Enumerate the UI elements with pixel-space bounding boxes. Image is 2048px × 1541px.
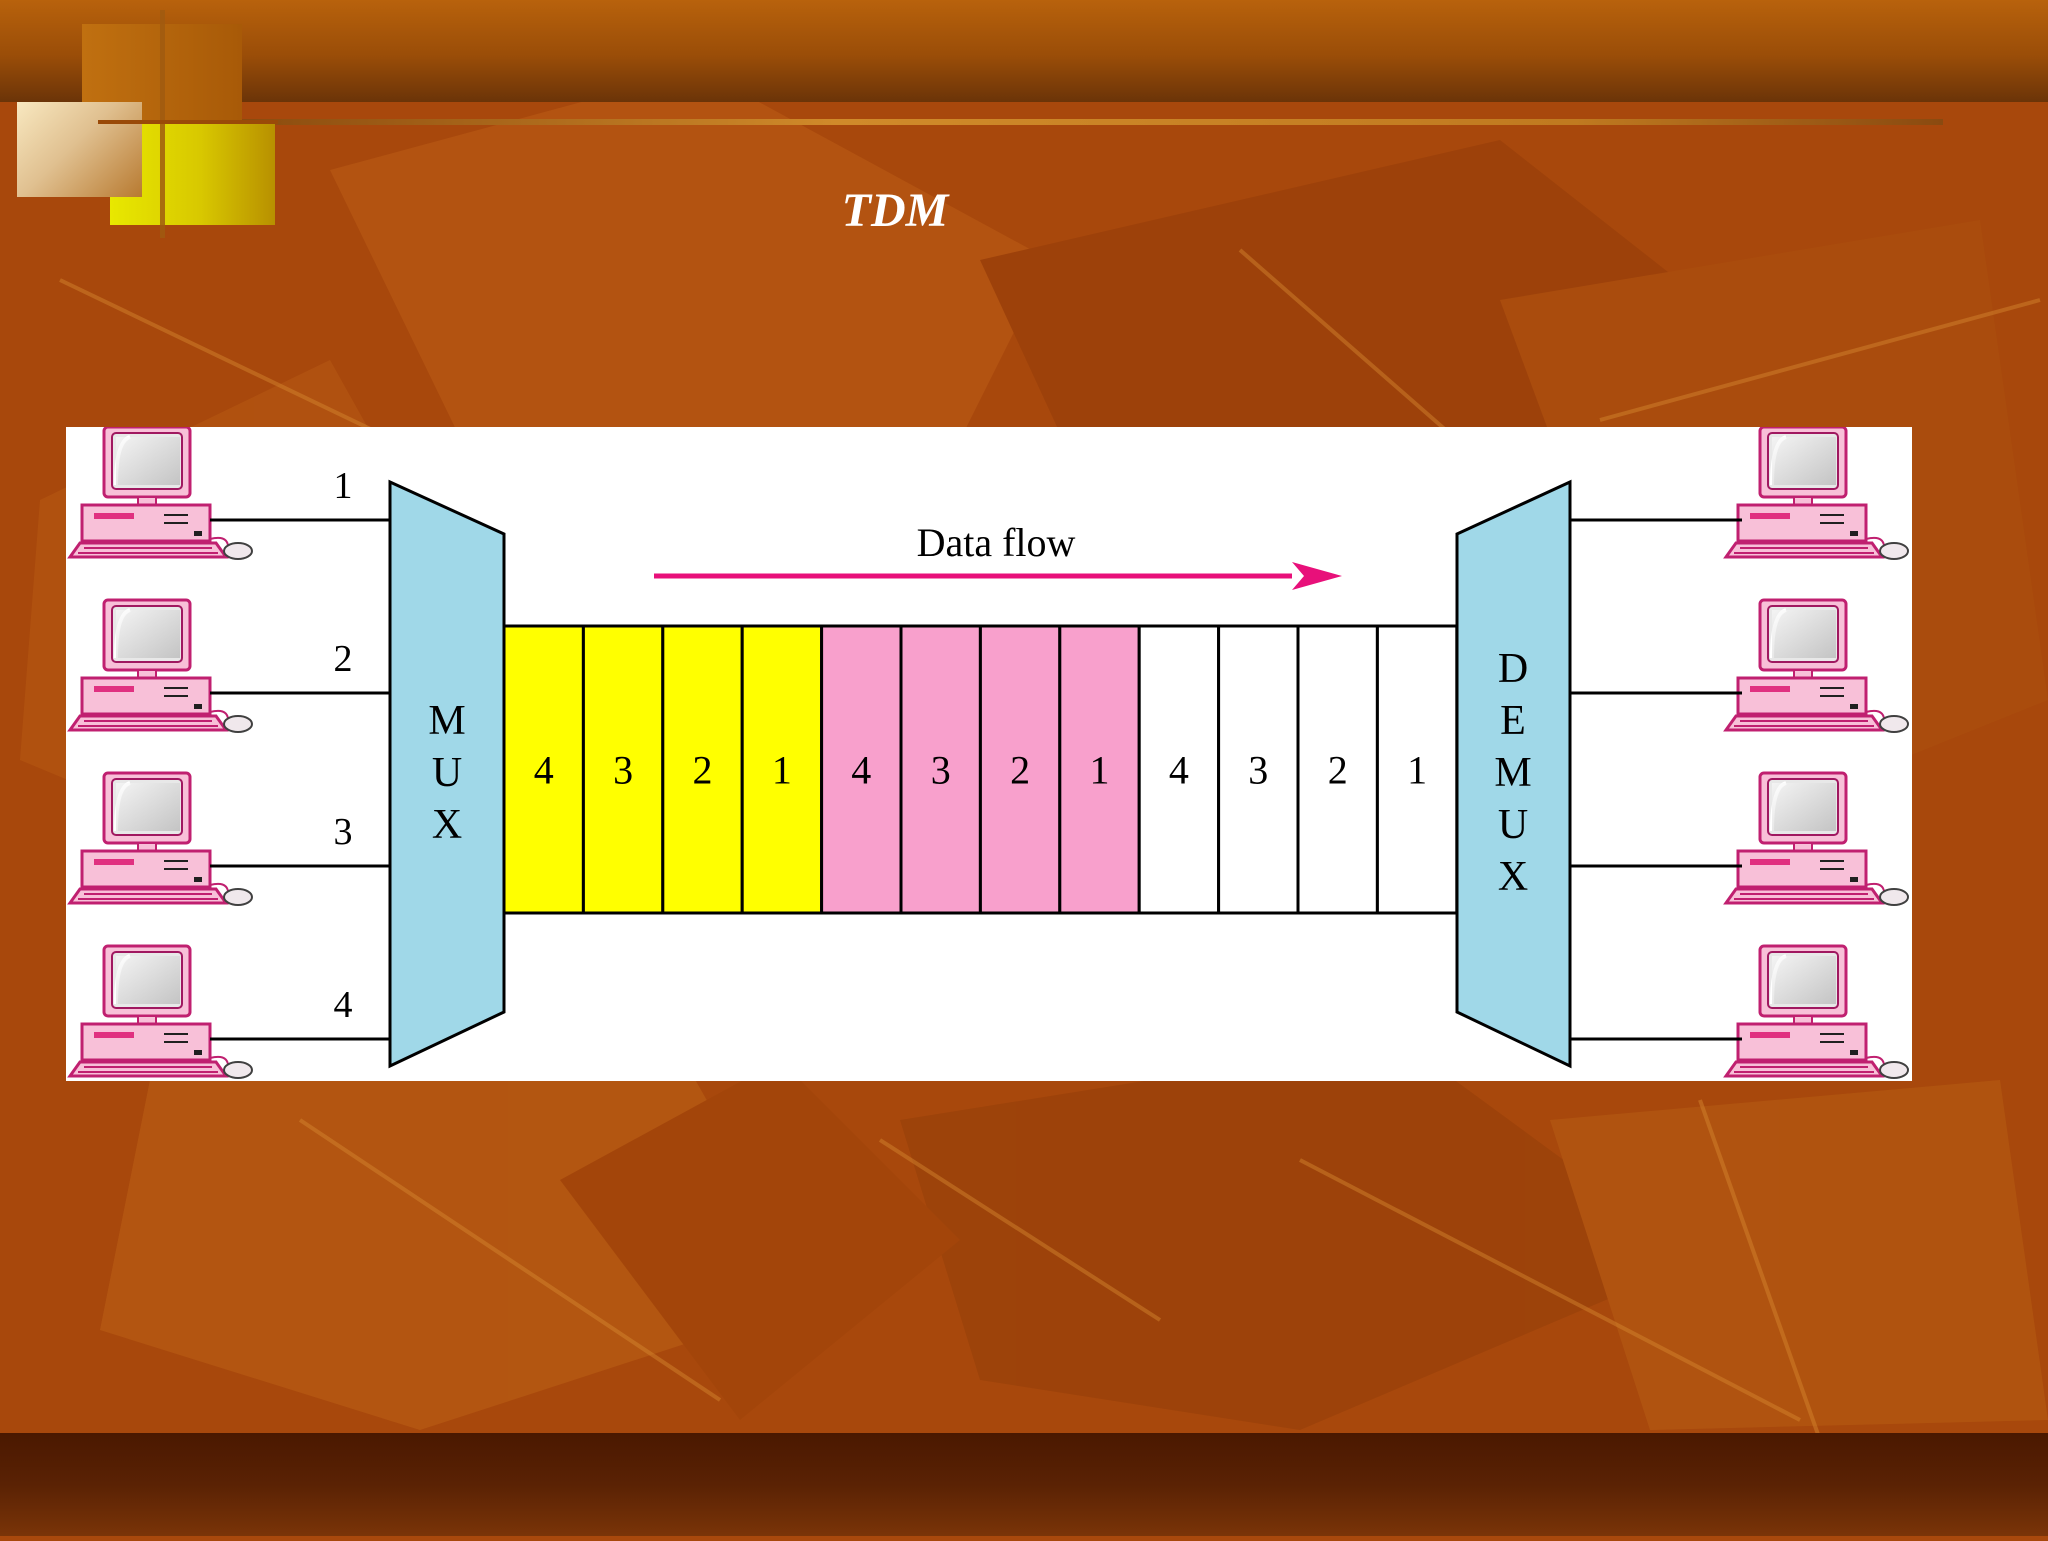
frame-1-slot-1 <box>740 624 824 915</box>
frame-1-slot-3 <box>581 624 665 915</box>
frame-3-slot-1 <box>1375 624 1459 915</box>
slot-label: 3 <box>1248 748 1268 793</box>
data-flow-label: Data flow <box>917 520 1076 565</box>
frame-slots: 4 3 2 1 4 3 2 1 4 3 2 1 <box>502 624 1459 915</box>
frame-3-slot-3 <box>1217 624 1300 915</box>
tdm-diagram: 1 2 3 4 M U X D E M U X 4 3 2 1 4 3 2 1 4 3 2 1 Dat… <box>66 427 1912 1081</box>
slot-label: 2 <box>1010 748 1030 793</box>
demux-letter-3: M <box>1494 750 1531 796</box>
slot-label: 3 <box>613 748 633 793</box>
demux-letter-5: X <box>1498 854 1528 900</box>
frame-2-slot-2 <box>978 624 1062 915</box>
mux-letter-3: X <box>432 802 462 848</box>
slot-label: 4 <box>1169 748 1189 793</box>
slot-label: 4 <box>534 748 554 793</box>
frame-3-slot-2 <box>1296 624 1379 915</box>
slot-label: 4 <box>851 748 871 793</box>
line-label-4: 4 <box>334 984 353 1026</box>
demux-letter-2: E <box>1500 698 1526 744</box>
slot-label: 2 <box>693 748 713 793</box>
top-band <box>0 0 2048 102</box>
title-rule <box>98 119 1943 125</box>
decor-horizontal-line <box>98 120 278 124</box>
slot-label: 1 <box>772 748 792 793</box>
decor-vertical-line <box>160 10 165 238</box>
data-flow-arrowhead <box>1292 562 1342 590</box>
mux-letter-2: U <box>432 750 462 796</box>
slot-label: 2 <box>1328 748 1348 793</box>
mux-letter-1: M <box>428 698 465 744</box>
frame-2-slot-3 <box>899 624 982 915</box>
slot-label: 1 <box>1407 748 1427 793</box>
frame-3-slot-4 <box>1137 624 1221 915</box>
mux-block <box>388 479 506 1069</box>
line-label-3: 3 <box>334 811 353 853</box>
slot-label: 1 <box>1090 748 1110 793</box>
slot-label: 3 <box>931 748 951 793</box>
demux-letter-1: D <box>1498 646 1528 692</box>
frame-2-slot-1 <box>1058 624 1141 915</box>
frame-2-slot-4 <box>820 624 903 915</box>
line-label-1: 1 <box>334 465 353 507</box>
output-lines <box>1570 518 1742 1041</box>
line-label-2: 2 <box>334 638 353 680</box>
frame-1-slot-2 <box>661 624 744 915</box>
input-lines <box>210 518 392 1041</box>
slide-title: TDM <box>841 184 949 237</box>
decor-square-cream <box>17 102 142 197</box>
bottom-band <box>0 1433 2048 1536</box>
demux-letter-4: U <box>1498 802 1528 848</box>
